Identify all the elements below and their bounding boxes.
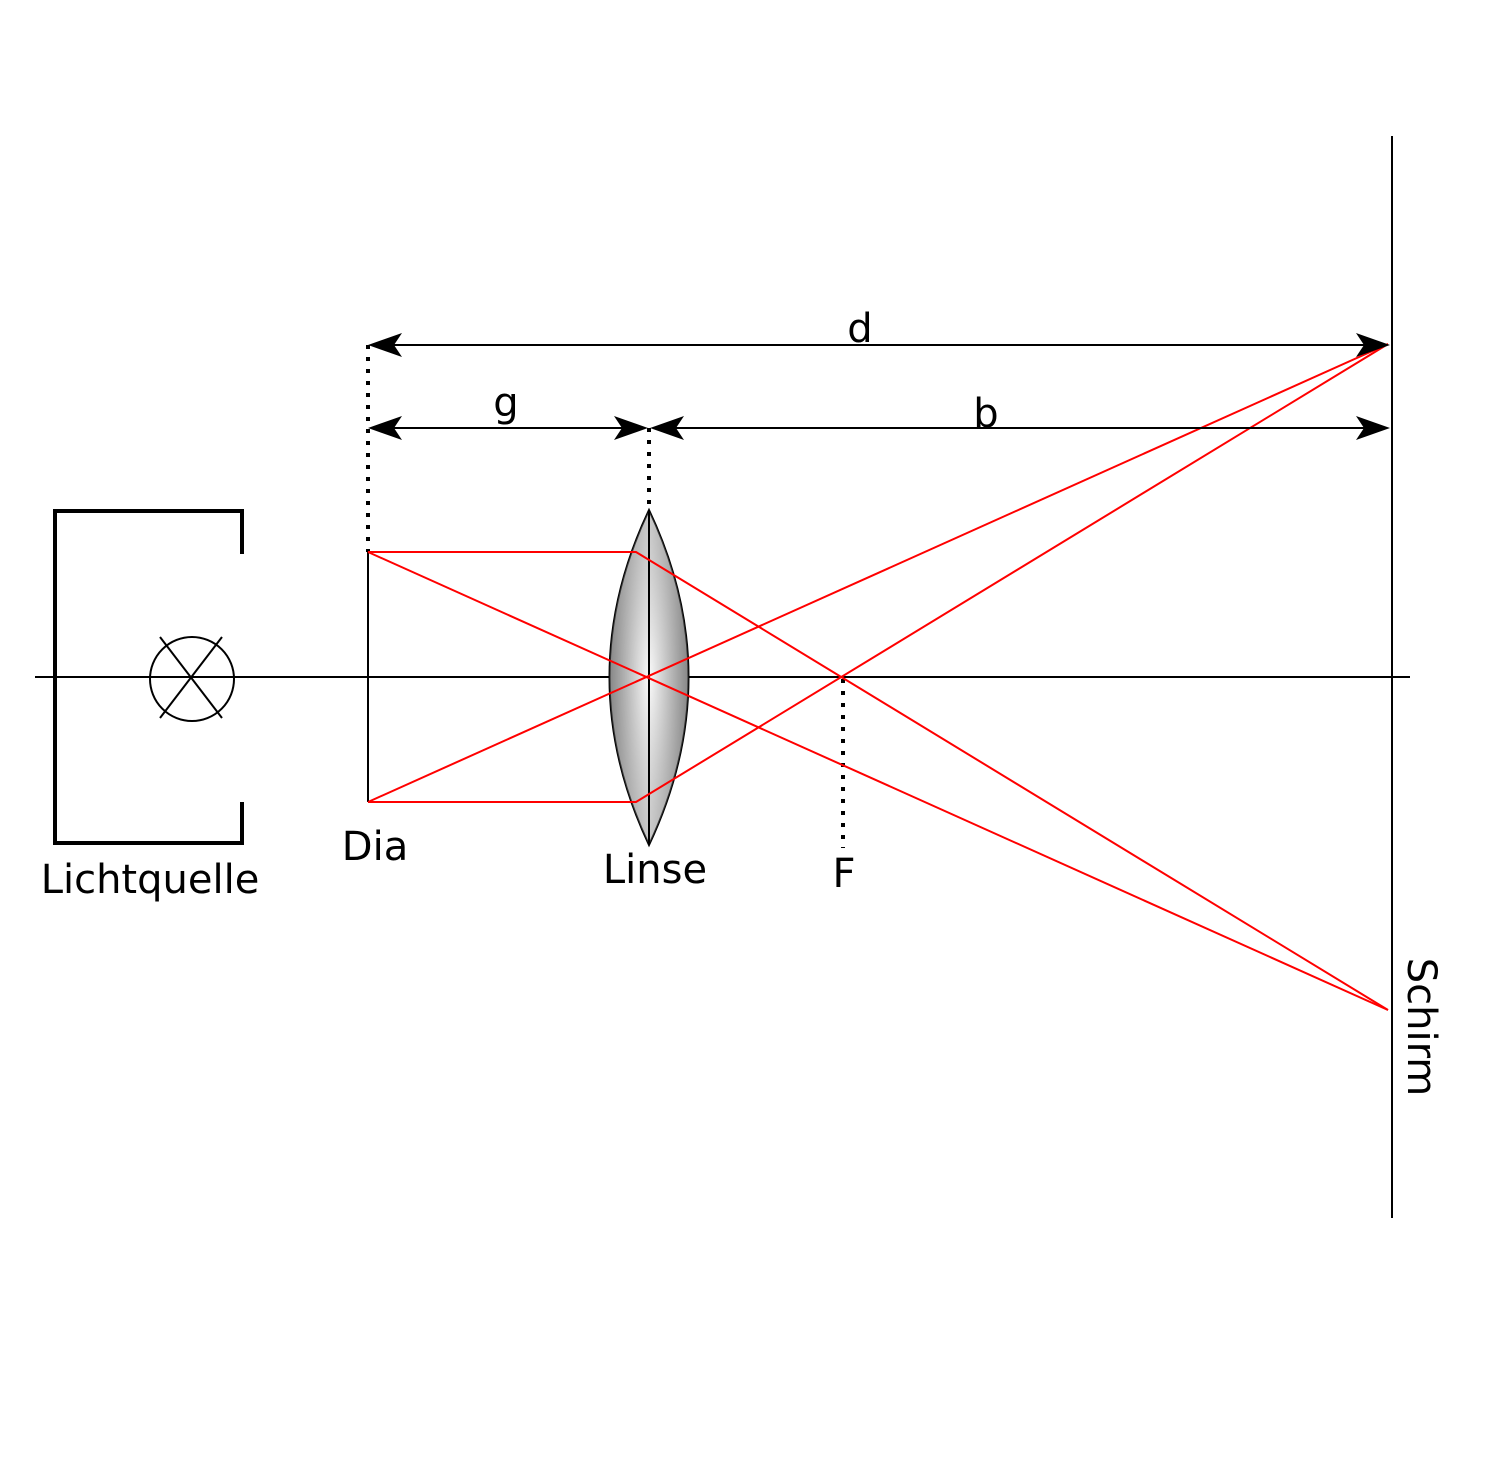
arrowhead-icon (368, 333, 402, 357)
label-screen: Schirm (1398, 958, 1444, 1097)
label-distance-b: b (973, 391, 998, 437)
ray-bottom-through-center (367, 343, 1389, 803)
arrowhead-icon (368, 416, 402, 440)
arrowhead-icon (1356, 333, 1390, 357)
label-distance-d: d (847, 306, 872, 352)
dimension-d (368, 333, 1390, 357)
label-slide: Dia (342, 824, 408, 870)
arrowhead-icon (650, 416, 684, 440)
label-distance-g: g (493, 380, 518, 426)
light-source (53, 509, 244, 845)
light-rays (367, 343, 1389, 1011)
dimension-g (368, 416, 648, 440)
light-source-housing-bottom (53, 676, 244, 845)
label-light-source: Lichtquelle (41, 857, 260, 903)
light-source-housing-top (53, 509, 244, 678)
ray-bottom-parallel (368, 343, 1389, 803)
label-focal-point: F (832, 851, 855, 897)
arrowhead-icon (1356, 416, 1390, 440)
label-lens: Linse (603, 847, 707, 893)
ray-top-parallel (368, 551, 1389, 1011)
lamp-symbol-icon (149, 636, 235, 722)
dimension-b (650, 416, 1390, 440)
arrowhead-icon (614, 416, 648, 440)
ray-top-through-center (367, 551, 1389, 1011)
